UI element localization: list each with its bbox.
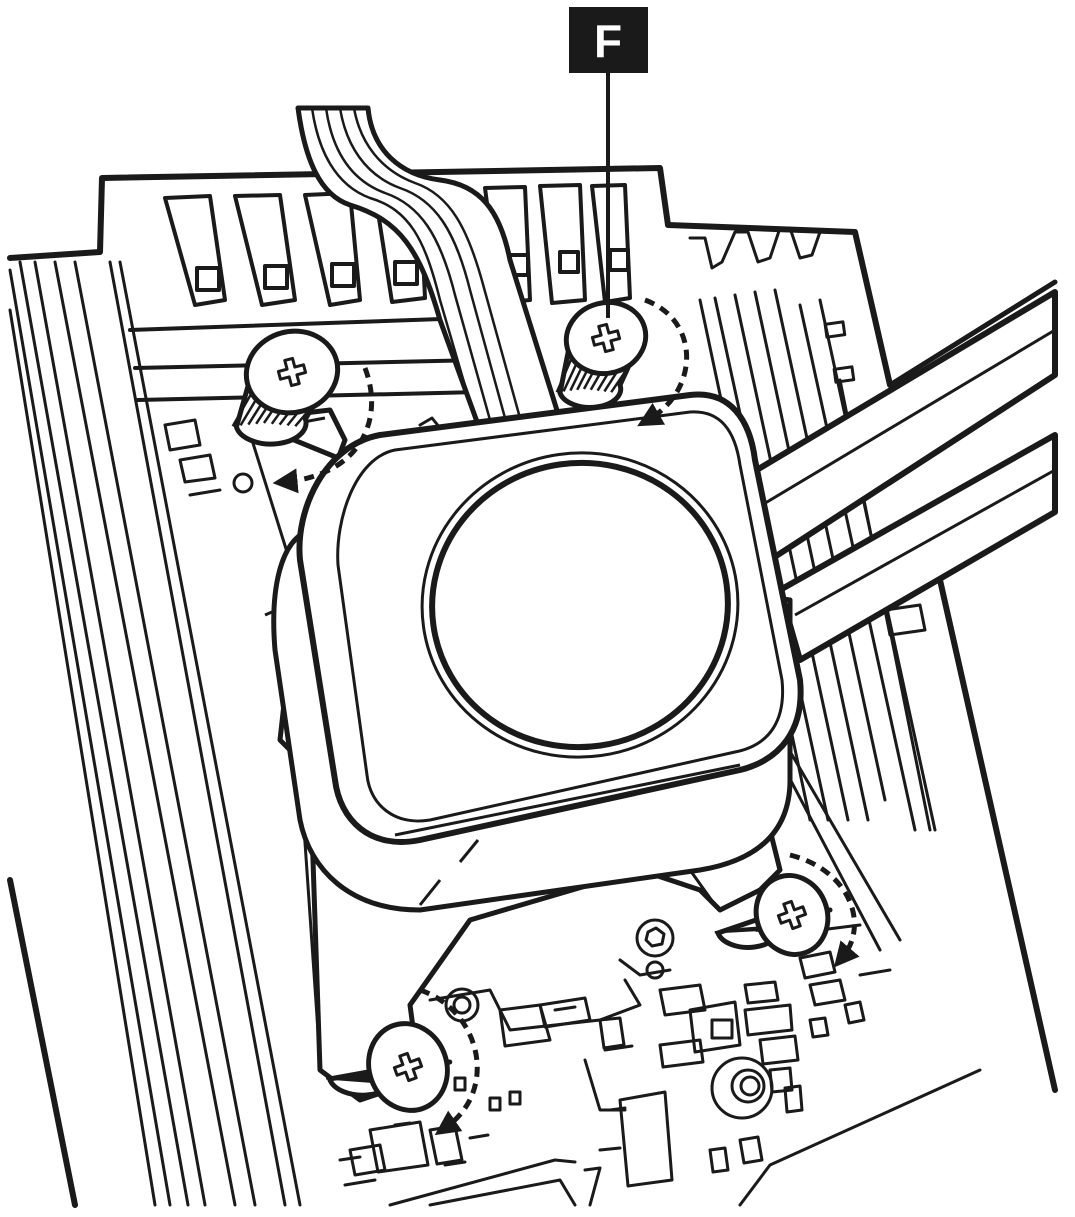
pump-head [271, 391, 804, 913]
phillips-screw-icon [276, 356, 308, 388]
board-outline [7, 165, 893, 388]
thumb-screws [231, 299, 833, 1113]
thumb-screw-top-right [555, 299, 649, 410]
phillips-screw-icon [392, 1051, 424, 1083]
callout-label-box [569, 7, 648, 73]
board-rails [7, 260, 302, 1208]
phillips-screw-icon [590, 322, 622, 354]
clockwise-arrow [419, 987, 480, 1136]
pump-display [429, 459, 731, 751]
pcb-components [163, 416, 982, 1207]
board-right-edge [937, 577, 1058, 1093]
thumb-screw-bottom-right [714, 873, 833, 957]
phillips-screw-icon [776, 899, 808, 931]
counter-clockwise-arrow [272, 367, 375, 494]
ribbon-cable [295, 105, 563, 433]
thumb-screw-bottom-left [325, 1021, 453, 1113]
top-connector-slots [128, 183, 632, 402]
callout-f: F [569, 7, 648, 318]
thumb-screw-top-left [231, 328, 341, 447]
clockwise-arrow [789, 852, 860, 968]
clockwise-arrow [637, 297, 690, 427]
callout-label: F [594, 15, 622, 67]
rotation-arrows [272, 297, 860, 1136]
